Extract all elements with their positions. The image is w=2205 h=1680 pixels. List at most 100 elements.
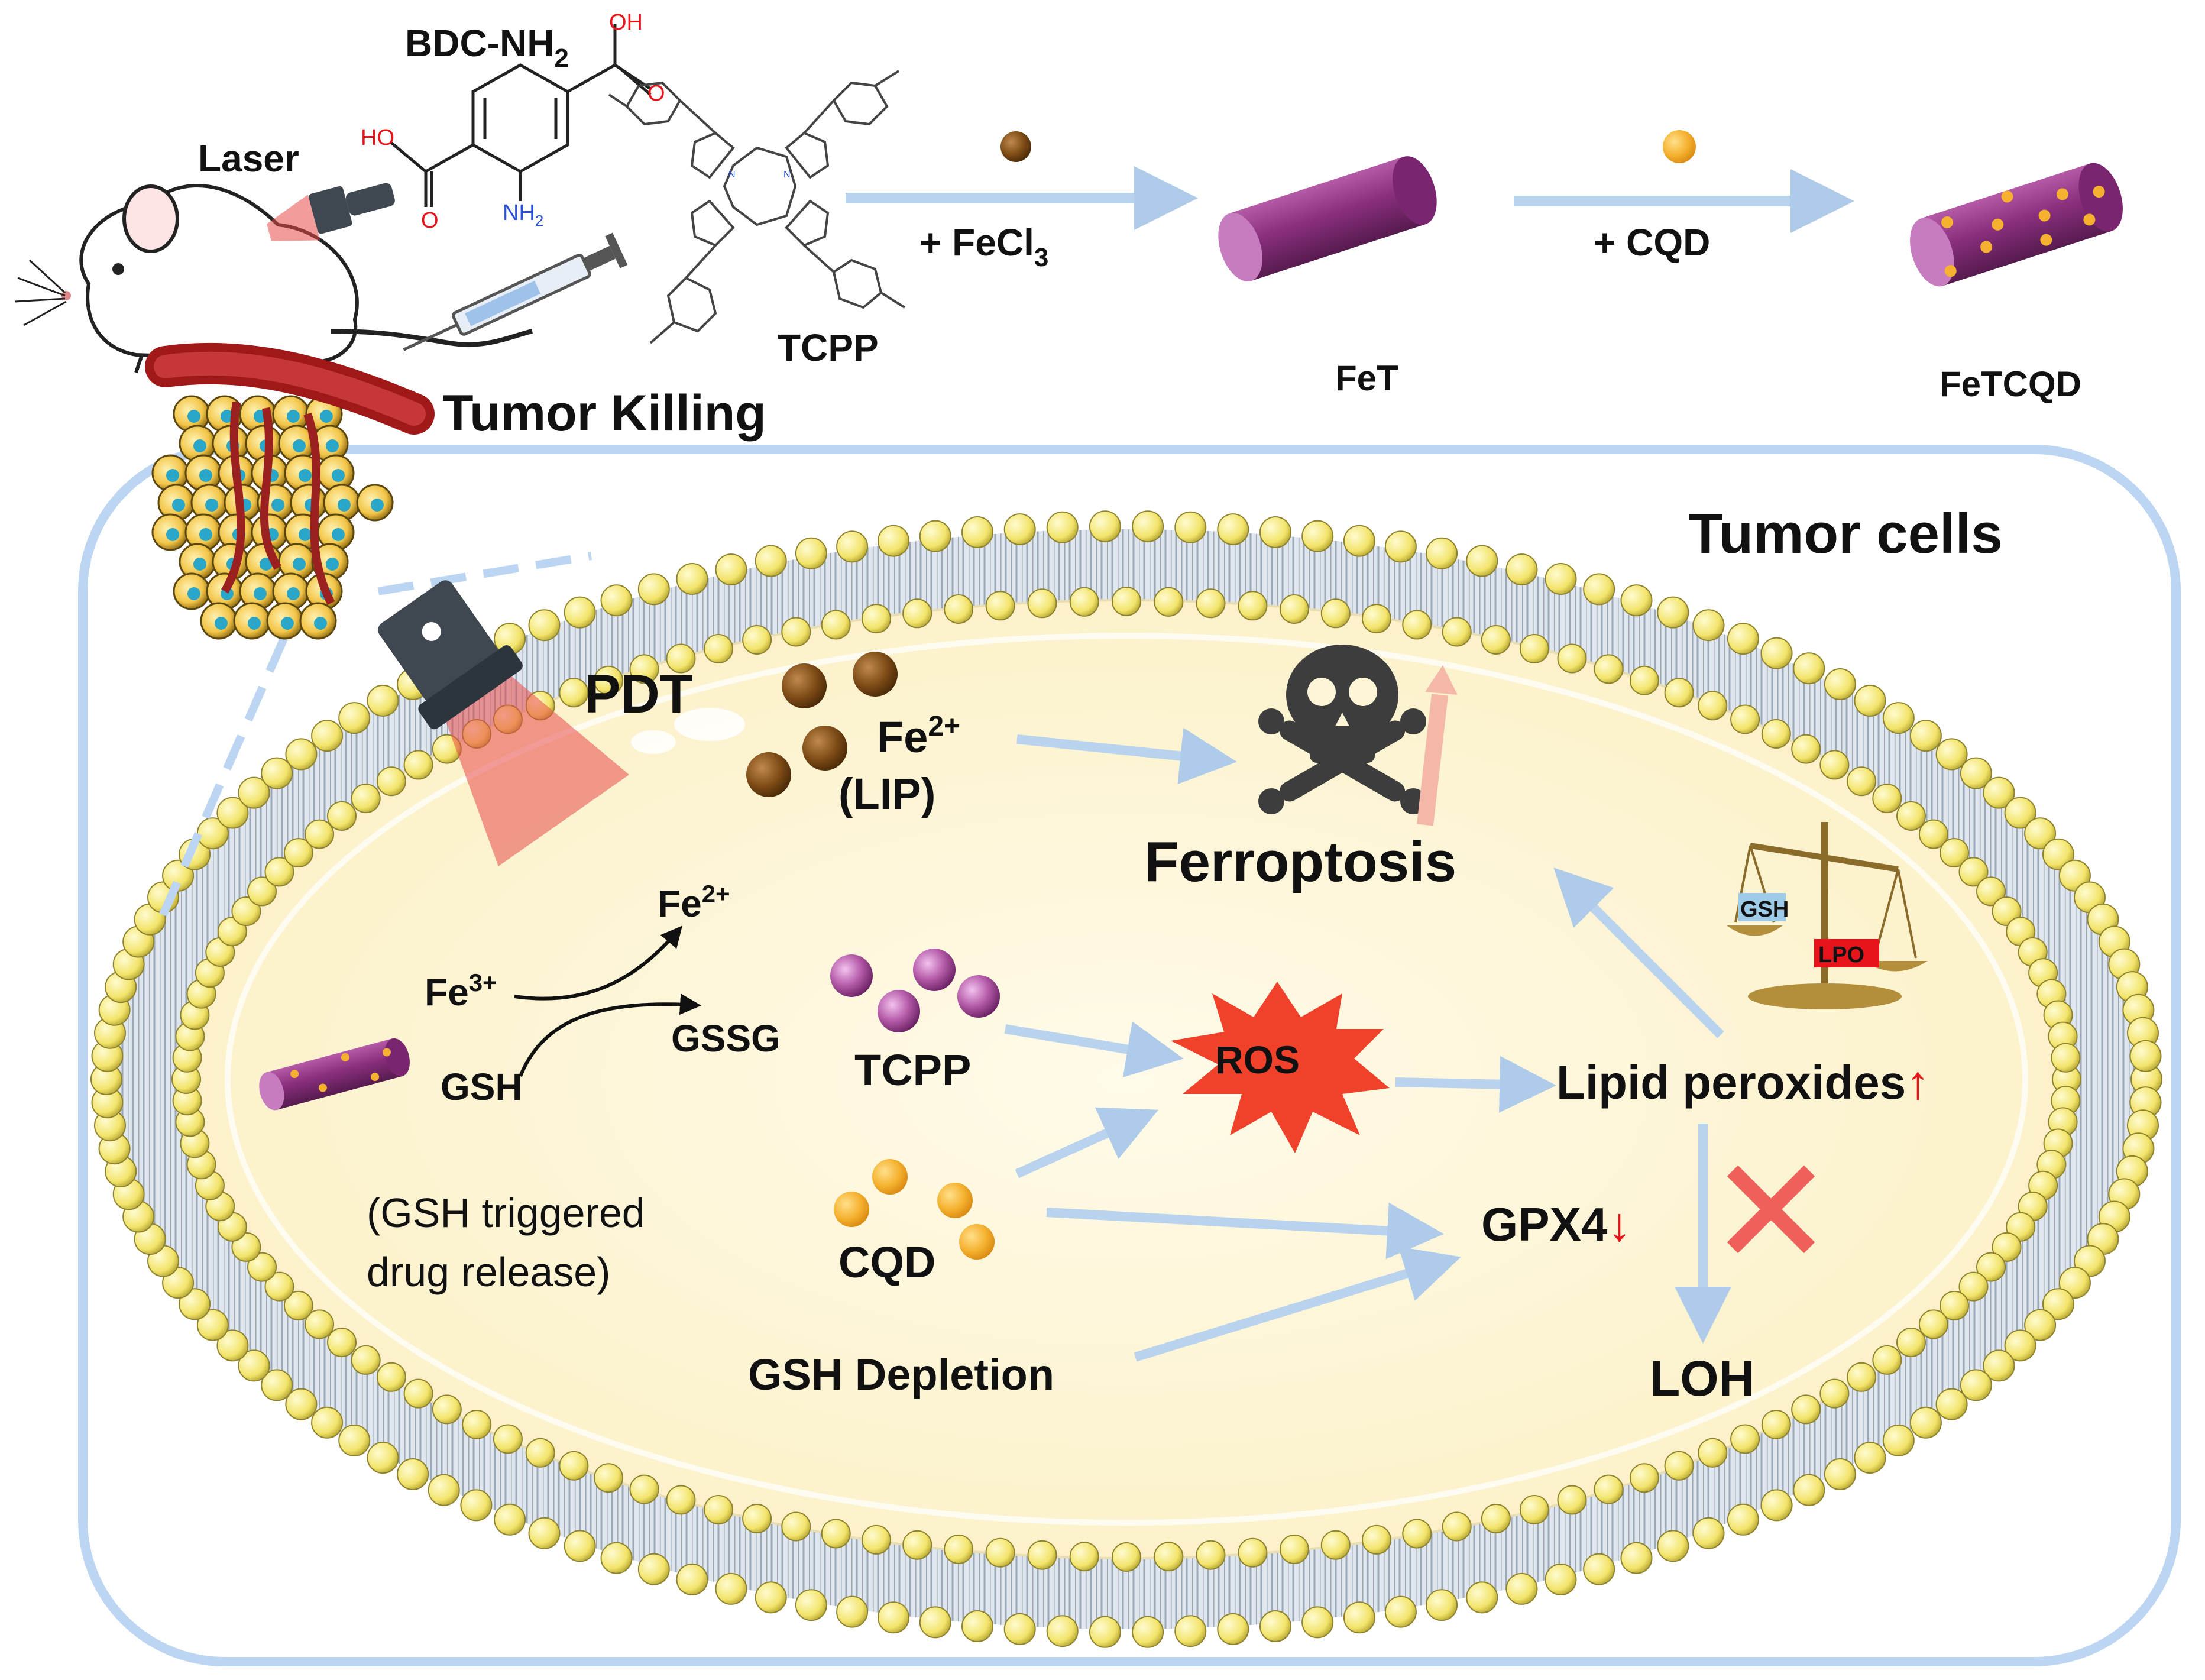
lipid-head [1882,1424,1915,1456]
lipid-head [1854,1442,1886,1474]
lipid-head [1698,1438,1728,1468]
flashlight-icon [378,580,629,866]
cqd-particle [834,1192,869,1227]
lipid-head [666,643,696,674]
lipid-head [836,1595,869,1628]
arrow-ros-to-lipid [1395,1056,1556,1113]
lipid-head [338,702,371,734]
lipid-head [1629,1463,1659,1493]
lipid-head [862,1524,891,1555]
gsh-depletion-label: GSH Depletion [748,1350,1054,1399]
lipid-head [397,1458,429,1490]
lipid-head [264,1271,294,1302]
scale-lpo-label: LPO [1818,943,1864,967]
arrow-cqd-to-ros [1015,1107,1159,1179]
lipid-head [1698,691,1728,721]
lipid-head [1442,1511,1472,1542]
gpx4-label: GPX4↓ [1481,1198,1631,1251]
lipid-head [216,797,249,829]
lipid-head [795,537,827,569]
tumor-cell-nucleus [320,410,333,423]
lipid-head [1730,704,1760,734]
lipid-head [1112,587,1141,616]
lipid-head [1664,678,1694,708]
bdc-ho-label: HO [361,125,394,150]
lipid-head [1259,1610,1291,1642]
lipid-head [1426,537,1458,569]
lipid-head [1629,665,1659,695]
reaction-arrow-gssg [519,993,701,1077]
lipid-head [367,684,399,717]
tumor-cell-nucleus [338,499,351,512]
tumor-cell-nucleus [332,528,345,541]
lipid-head [311,1406,344,1439]
lipid-head [1259,516,1291,548]
tcpp-particle [913,949,956,991]
lipid-head [494,1503,526,1536]
lipid-head [862,604,891,634]
tumor-cell-nucleus [248,617,261,630]
lipid-head [1791,734,1821,764]
lipid-head [1909,1406,1942,1439]
lipid-head [1594,1474,1624,1504]
inhibition-x-icon [1727,1165,1815,1254]
lipid-head [1824,668,1856,700]
lipid-head [836,530,869,563]
cqd-particle [959,1224,995,1260]
lipid-head [1112,1542,1141,1572]
lipid-head [460,1489,493,1522]
lipid-head [231,1232,261,1262]
lipid-head [327,1328,357,1358]
lipid-head [1320,598,1351,629]
fet-rod [1218,156,1437,281]
lipid-head [1279,594,1309,624]
tumor-cell-nucleus [299,469,312,482]
lipid-head [2058,1267,2091,1299]
lipid-head [1046,511,1079,543]
lipid-peroxides-label: Lipid peroxides↑ [1556,1056,1929,1109]
lipid-head [1238,591,1268,621]
lipid-head [1819,1378,1850,1409]
lipid-head [305,1309,335,1339]
lipid-head [285,738,318,771]
cqd-particle-top [1663,130,1696,163]
bdc-nh2-label: BDC-NH2 [405,22,569,73]
lipid-head [1847,1362,1877,1392]
tumor-cell-nucleus [187,587,200,600]
lipid-head [1727,1503,1759,1536]
lipid-head [715,553,747,586]
lipid-head [781,1511,811,1542]
lipid-head [781,617,811,647]
cqd-cell-label: CQD [838,1238,935,1287]
lipid-head [2004,1329,2036,1362]
bdc-oh-label: OH [609,10,643,35]
lipid-head [1519,634,1549,663]
zoom-connector [156,552,592,924]
lipid-head [985,1537,1015,1568]
lipid-head [1402,610,1432,640]
lipid-head [1545,563,1577,595]
lipid-head [1983,776,2015,809]
tumor-cell-nucleus [326,558,339,571]
lipid-head [261,1369,293,1401]
lipid-head [351,1345,381,1375]
lipid-head [878,525,910,557]
ferroptosis-label: Ferroptosis [1144,830,1456,894]
lipid-head [676,563,708,595]
lipid-head [1217,1613,1249,1645]
lipid-head [961,516,993,548]
lipid-head [1819,750,1850,780]
lipid-head [327,801,357,831]
lipid-head [1918,819,1948,849]
bdc-nh2-atom-label: NH2 [503,200,543,229]
lipid-head [902,598,932,629]
lipid-head [704,634,734,663]
fe2-lip-label: Fe2+ [877,711,960,762]
lipid-head [367,1442,399,1474]
lipid-head [1992,896,2022,927]
pdt-glow [674,708,745,741]
tumor-cell-nucleus [187,410,200,423]
syringe-icon [403,232,628,351]
lipid-head [637,1553,670,1585]
lipid-head [2024,817,2057,850]
